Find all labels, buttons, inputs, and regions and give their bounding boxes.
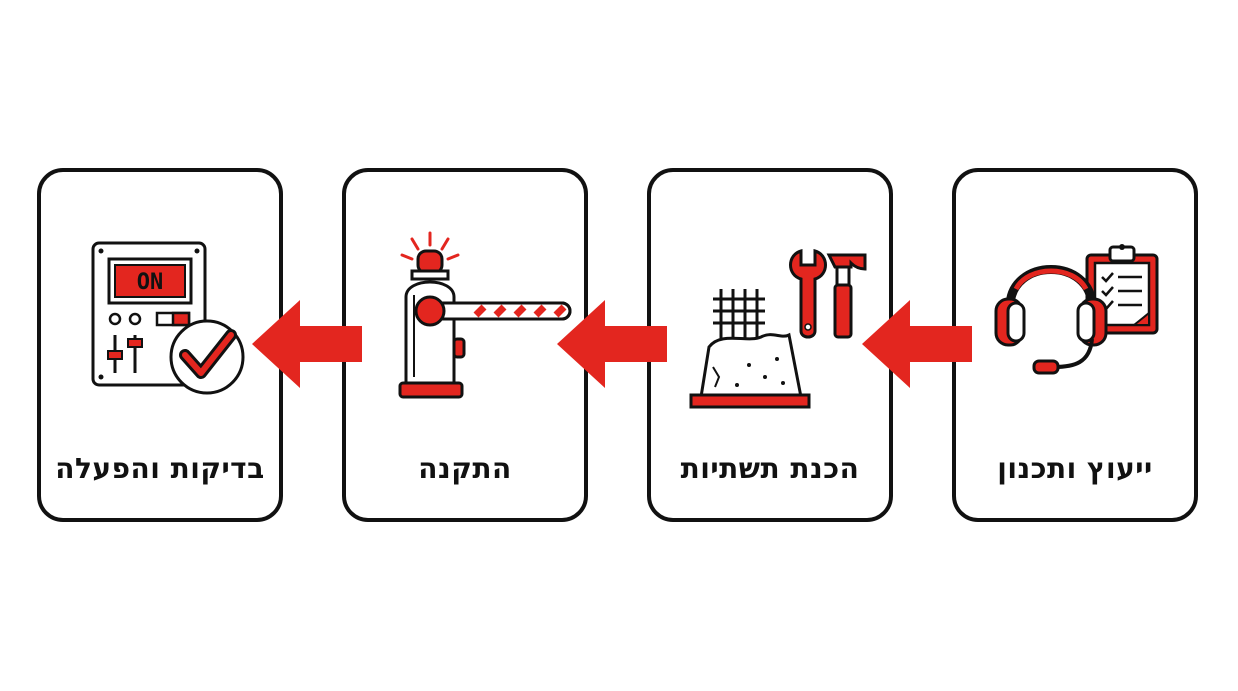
flow-arrow-icon xyxy=(557,300,667,388)
control-panel-check-icon: ON xyxy=(91,241,245,395)
step-card-infrastructure: הכנת תשתיות xyxy=(647,168,893,522)
foundation-tools-icon xyxy=(689,249,867,409)
step-card-testing: ON בדיקות והפעלה xyxy=(37,168,283,522)
step-label: ייעוץ ותכנון xyxy=(997,452,1153,485)
step-card-consulting: ייעוץ ותכנון xyxy=(952,168,1198,522)
step-card-installation: התקנה xyxy=(342,168,588,522)
barrier-gate-icon xyxy=(398,231,572,399)
step-label: הכנת תשתיות xyxy=(680,452,860,485)
panel-display-text: ON xyxy=(137,270,164,295)
step-label: בדיקות והפעלה xyxy=(55,452,265,485)
flow-arrow-icon xyxy=(862,300,972,388)
step-label: התקנה xyxy=(418,452,512,485)
flow-arrow-icon xyxy=(252,300,362,388)
headset-clipboard-icon xyxy=(994,244,1159,375)
